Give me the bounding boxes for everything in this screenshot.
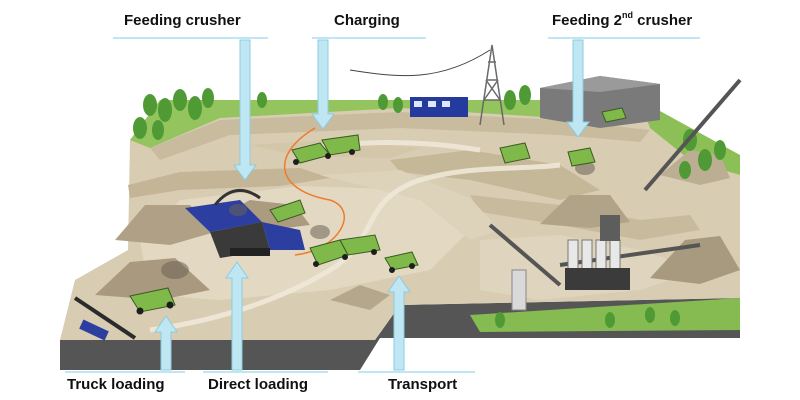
label-feeding-second-crusher: Feeding 2nd crusher — [552, 10, 693, 29]
label-direct-loading: Direct loading — [208, 376, 309, 393]
label-truck-loading: Truck loading — [67, 376, 165, 393]
label-charging: Charging — [334, 12, 400, 29]
arrow-direct-loading — [225, 261, 249, 371]
truck-loading-conveyor — [73, 296, 137, 341]
building-icon — [410, 76, 660, 128]
arrow-transport — [387, 275, 411, 371]
truck-icon — [129, 107, 627, 313]
label-feeding-second-sup: nd — [622, 10, 634, 20]
label-feeding-second-pre: Feeding 2 — [552, 12, 623, 29]
pylon-icon — [349, 44, 505, 126]
label-underlines — [65, 37, 700, 373]
dust-cloud — [161, 161, 595, 279]
truck-wheels — [136, 149, 415, 315]
arrow-feeding-crusher — [233, 39, 257, 181]
charging-cable — [284, 127, 346, 256]
arrow-truck-loading — [154, 315, 178, 371]
arrow-charging — [311, 39, 335, 130]
label-feeding-crusher: Feeding crusher — [124, 12, 241, 29]
callout-arrows — [154, 39, 590, 371]
silo-icon — [511, 215, 630, 311]
label-feeding-second-post: crusher — [633, 12, 693, 29]
arrow-feeding-second-crusher — [566, 39, 590, 138]
label-transport: Transport — [388, 376, 458, 393]
